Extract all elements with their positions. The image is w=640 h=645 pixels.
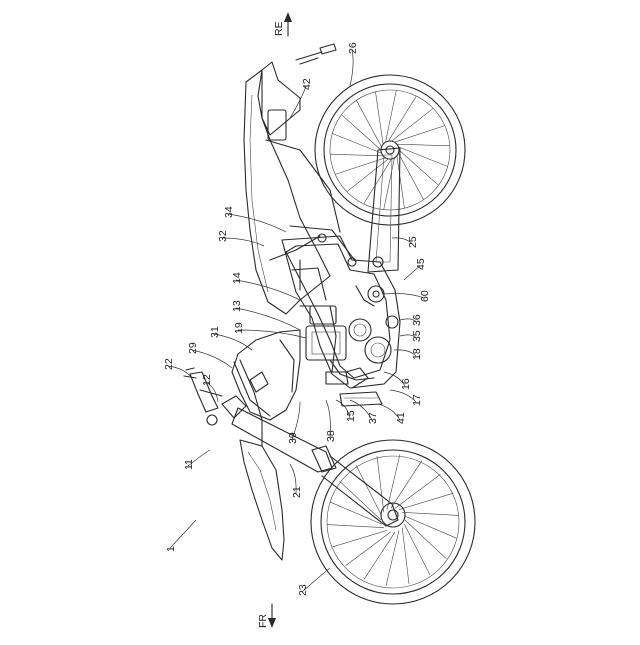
spoke <box>402 512 459 515</box>
spoke <box>388 96 416 141</box>
callout-number-1: 1 <box>165 546 177 552</box>
callout-number-35: 35 <box>411 330 423 342</box>
callout-number-22: 22 <box>163 358 175 370</box>
callout-labels: 1111213141516171819212223252629313234353… <box>163 42 431 596</box>
spoke <box>333 530 387 546</box>
callout-leader-1 <box>170 520 196 548</box>
callout-leader-13 <box>236 308 300 330</box>
callout-leader-26 <box>350 50 353 86</box>
callout-number-23: 23 <box>297 584 309 596</box>
callout-number-26: 26 <box>347 42 359 54</box>
callout-number-17: 17 <box>411 394 423 406</box>
spoke <box>399 147 448 167</box>
callout-number-36: 36 <box>411 314 423 326</box>
spoke <box>364 532 395 580</box>
spoke <box>391 461 422 509</box>
callout-number-15: 15 <box>345 410 357 422</box>
callout-number-21: 21 <box>291 486 303 498</box>
spoke <box>397 144 450 146</box>
spoke <box>342 115 382 150</box>
callout-number-25: 25 <box>407 236 419 248</box>
callout-number-18: 18 <box>411 348 423 360</box>
callout-leader-19 <box>238 330 306 338</box>
spoke <box>364 159 392 204</box>
spoke <box>386 530 399 585</box>
callout-number-41: 41 <box>395 412 407 424</box>
spoke <box>377 456 384 512</box>
callout-number-60: 60 <box>419 290 431 302</box>
callout-number-37: 37 <box>367 412 379 424</box>
callout-leader-14 <box>236 280 300 300</box>
callout-number-38: 38 <box>325 430 337 442</box>
spoke <box>332 134 381 154</box>
callout-number-31: 31 <box>209 326 221 338</box>
callout-number-12: 12 <box>201 374 213 386</box>
rear-direction-arrow: RE <box>273 12 292 36</box>
spoke <box>397 156 405 208</box>
spoke <box>399 150 439 185</box>
spoke <box>384 158 395 210</box>
callout-number-11: 11 <box>183 459 195 470</box>
spoke <box>402 528 409 584</box>
callout-number-42: 42 <box>301 78 313 90</box>
spoke <box>386 90 397 142</box>
spoke <box>399 493 453 509</box>
spoke <box>395 126 445 143</box>
spoke <box>335 158 385 175</box>
spoke <box>330 154 383 156</box>
subframe <box>270 226 356 290</box>
callout-number-19: 19 <box>233 322 245 334</box>
callout-number-45: 45 <box>415 258 427 270</box>
callout-leader-60 <box>384 294 424 299</box>
spoke <box>405 520 446 559</box>
front-fender <box>240 360 284 560</box>
callout-leader-34 <box>228 214 286 232</box>
callout-number-39: 39 <box>287 432 299 444</box>
rear-fender <box>258 44 336 140</box>
rear-direction-label: RE <box>273 21 285 36</box>
callout-number-14: 14 <box>231 272 243 284</box>
callout-number-16: 16 <box>400 378 412 390</box>
spoke <box>340 481 381 520</box>
spoke <box>376 92 384 144</box>
callout-number-32: 32 <box>217 230 229 242</box>
callout-number-13: 13 <box>231 300 243 312</box>
rear-wheel <box>315 75 465 225</box>
callout-number-29: 29 <box>187 342 199 354</box>
front-direction-arrow: FR <box>257 604 276 628</box>
callout-number-34: 34 <box>223 206 235 218</box>
front-direction-label: FR <box>257 614 269 628</box>
spoke <box>327 525 384 528</box>
